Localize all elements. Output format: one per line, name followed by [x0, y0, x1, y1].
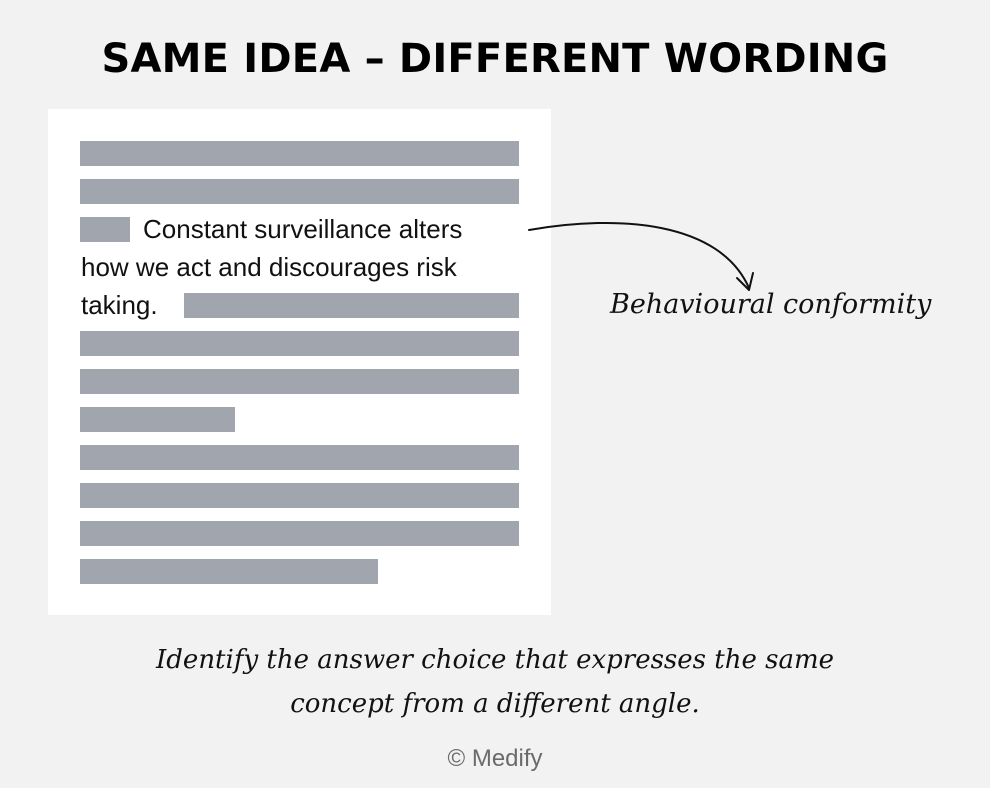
- placeholder-line: [80, 179, 519, 204]
- credit-text: © Medify: [447, 745, 543, 772]
- placeholder-line: [80, 483, 519, 508]
- quote-line-3: taking.: [81, 290, 158, 320]
- passage-card: Constant surveillance alters how we act …: [48, 109, 551, 615]
- annotation-label: Behavioural conformity: [610, 289, 932, 320]
- placeholder-line: [80, 559, 378, 584]
- placeholder-line: [80, 141, 519, 166]
- page-title: SAME IDEA – DIFFERENT WORDING: [101, 36, 889, 82]
- placeholder-line: [184, 293, 519, 318]
- caption-line-2: concept from a different angle.: [290, 689, 700, 719]
- placeholder-line: [80, 407, 235, 432]
- quote-line-1: Constant surveillance alters: [143, 214, 463, 244]
- quote-line-2: how we act and discourages risk: [81, 252, 457, 282]
- placeholder-line: [80, 217, 130, 242]
- placeholder-line: [80, 445, 519, 470]
- caption-line-1: Identify the answer choice that expresse…: [156, 645, 834, 675]
- placeholder-line: [80, 521, 519, 546]
- placeholder-line: [80, 369, 519, 394]
- placeholder-line: [80, 331, 519, 356]
